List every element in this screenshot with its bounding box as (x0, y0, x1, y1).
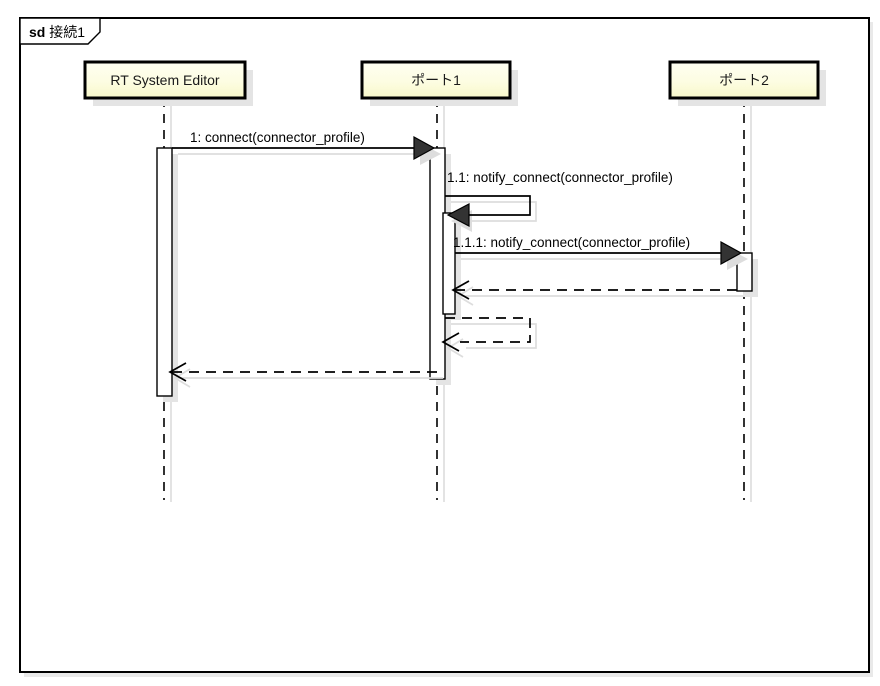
message-return-editor-arrowhead (168, 362, 187, 382)
lifeline-rt-system-editor-box[interactable] (83, 60, 247, 100)
message-1-connect-arrowhead (413, 135, 436, 161)
activation-port-1-nested[interactable] (442, 212, 456, 315)
message-1-1-line[interactable] (445, 195, 531, 216)
frame-name: 接続1 (49, 24, 85, 40)
activation-rt-system-editor[interactable] (156, 147, 173, 397)
lifeline-port-1[interactable]: ポート1 (360, 60, 518, 502)
message-return-port2-arrowhead-shadow (456, 286, 474, 306)
message-return-self-port1-arrowhead-shadow (446, 338, 464, 358)
message-return-port2-arrowhead (451, 280, 470, 300)
message-return-self-port1-arrowhead (441, 332, 460, 352)
lifeline-port-2[interactable]: ポート2 (668, 60, 826, 502)
message-return-self-port1-line[interactable] (445, 317, 531, 343)
message-1-connect[interactable]: 1: connect(connector_profile) (172, 130, 441, 165)
message-return-editor-arrowhead-shadow (173, 368, 191, 388)
lifeline-port-1-label: ポート1 (411, 72, 461, 88)
message-1-1-1-notify-connect[interactable]: 1.1.1: notify_connect(connector_profile) (453, 235, 748, 270)
message-1-1-1-label: 1.1.1: notify_connect(connector_profile) (453, 235, 690, 250)
message-1-1-arrowhead (446, 203, 470, 227)
message-1-1-line-shadow (451, 201, 537, 222)
lifeline-rt-system-editor-label: RT System Editor (110, 72, 220, 88)
frame-tab-pentagon (19, 17, 101, 45)
lifeline-rt-system-editor[interactable]: RT System Editor (83, 60, 253, 502)
message-1-1-1-arrowhead (720, 240, 743, 266)
message-1-connect-label: 1: connect(connector_profile) (190, 130, 365, 145)
message-return-port2[interactable] (451, 280, 743, 306)
message-return-self-port1-line-shadow (451, 323, 537, 349)
frame-tab-label: sd 接続1 (29, 24, 85, 40)
message-1-1-label: 1.1: notify_connect(connector_profile) (447, 170, 673, 185)
message-return-editor[interactable] (168, 362, 443, 388)
message-return-self-port1[interactable] (441, 317, 537, 358)
lifeline-port-1-box[interactable] (360, 60, 512, 100)
lifeline-port-2-label: ポート2 (719, 72, 769, 88)
lifeline-port-2-box[interactable] (668, 60, 820, 100)
frame-keyword: sd (29, 24, 45, 40)
message-1-1-notify-connect[interactable]: 1.1: notify_connect(connector_profile) (445, 170, 673, 232)
